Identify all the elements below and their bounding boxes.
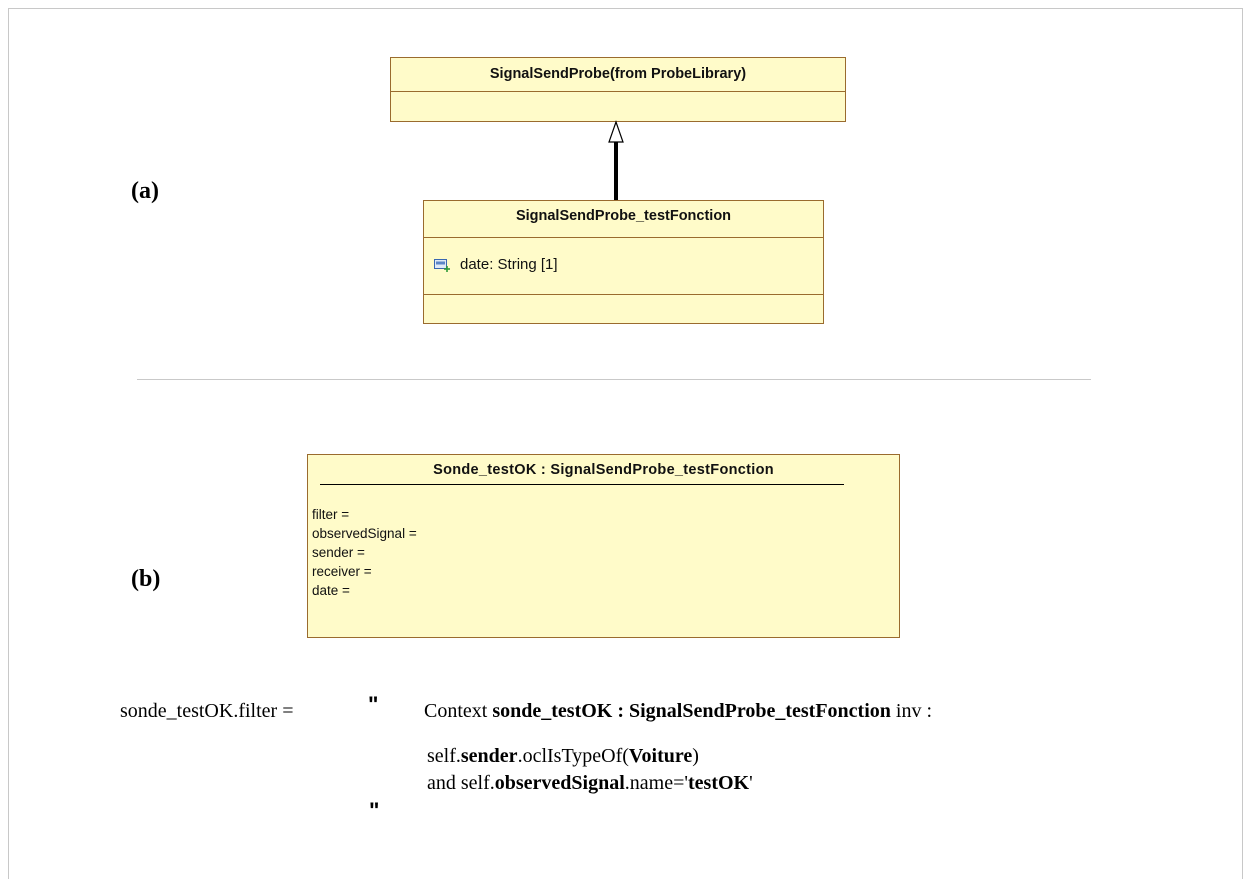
ocl-line-sender: self.sender.oclIsTypeOf(Voiture) (427, 745, 699, 767)
ocl-close-quote: " (369, 798, 380, 823)
child-class-attribute: date: String [1] (434, 256, 558, 273)
ocl-open-quote: " (368, 692, 379, 717)
panel-label-b: (b) (131, 566, 161, 592)
child-class-name: SignalSendProbe_testFonction (515, 208, 732, 224)
object-instance-box[interactable]: Sonde_testOK : SignalSendProbe_testFonct… (307, 454, 900, 638)
child-class-separator-2 (424, 294, 823, 295)
slot-observed-signal: observedSignal = (312, 526, 417, 541)
parent-class-separator (391, 91, 845, 92)
object-title-underline (320, 484, 844, 485)
ocl-assignment: sonde_testOK.filter = (120, 700, 294, 722)
object-instance-title: Sonde_testOK : SignalSendProbe_testFonct… (433, 462, 774, 478)
figure-frame (8, 8, 1243, 879)
object-instance-header: Sonde_testOK : SignalSendProbe_testFonct… (308, 461, 899, 479)
object-slot-list: filter = observedSignal = sender = recei… (312, 505, 417, 600)
slot-sender: sender = (312, 545, 365, 560)
child-class-separator-1 (424, 237, 823, 238)
slot-date: date = (312, 583, 350, 598)
property-icon (434, 258, 450, 272)
panel-label-a: (a) (131, 178, 159, 204)
generalization-arrowhead (608, 120, 624, 143)
child-class-box[interactable]: SignalSendProbe_testFonction date: Strin… (423, 200, 824, 324)
ocl-line-observed-signal: and self.observedSignal.name='testOK' (427, 772, 753, 794)
generalization-arrow (608, 120, 624, 200)
attribute-text: date: String [1] (460, 256, 558, 273)
slot-receiver: receiver = (312, 564, 372, 579)
panel-divider (137, 379, 1091, 380)
slot-filter: filter = (312, 507, 350, 522)
parent-class-box[interactable]: SignalSendProbe(from ProbeLibrary) (390, 57, 846, 122)
ocl-context-type: sonde_testOK : SignalSendProbe_testFonct… (492, 700, 891, 722)
ocl-inv-keyword: inv : (895, 700, 933, 722)
ocl-context-keyword: Context (424, 700, 488, 722)
ocl-context-line: Context sonde_testOK : SignalSendProbe_t… (424, 700, 932, 723)
parent-class-name: SignalSendProbe(from ProbeLibrary) (489, 66, 747, 82)
